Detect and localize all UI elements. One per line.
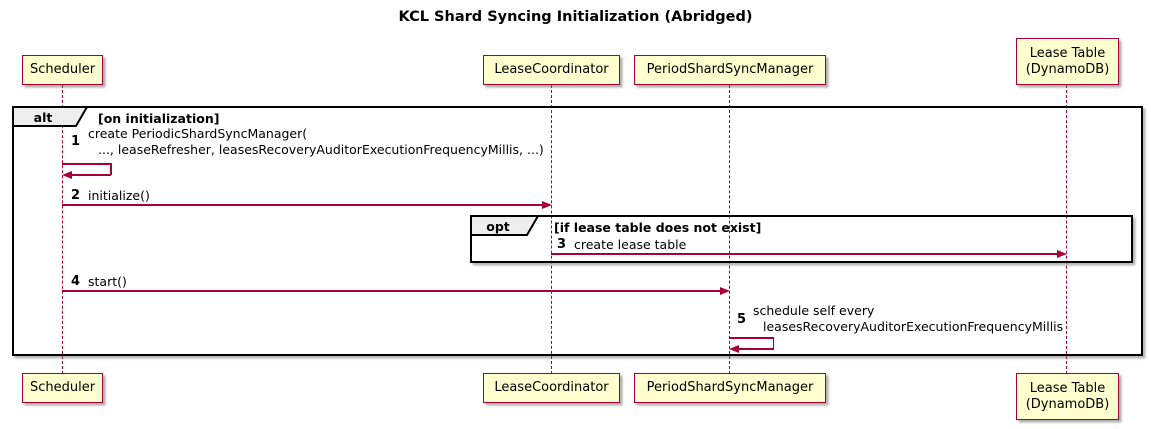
message-5-line1: schedule self every: [753, 303, 875, 318]
opt-frame: opt [if lease table does not exist]: [470, 215, 1133, 263]
message-2-text: initialize(): [88, 188, 150, 203]
message-3-text: create lease table: [574, 237, 687, 252]
participant-leasecoordinator-bottom: LeaseCoordinator: [483, 373, 620, 403]
participant-label: PeriodShardSyncManager: [646, 380, 814, 395]
lifeline-leasetable: [1066, 85, 1067, 374]
opt-operator-pentagon: [471, 216, 540, 236]
participant-label: Lease Table: [1029, 45, 1106, 61]
participant-label: Scheduler: [29, 380, 96, 395]
message-1-line1: create PeriodicShardSyncManager(: [88, 126, 308, 141]
participant-periodshardsyncmanager-bottom: PeriodShardSyncManager: [634, 373, 826, 403]
message-5-number: 5: [737, 312, 747, 327]
participant-label-line2: (DynamoDB): [1025, 396, 1110, 412]
participant-leasecoordinator-top: LeaseCoordinator: [483, 55, 620, 85]
message-3-arrowhead-icon: [1057, 249, 1067, 258]
participant-scheduler-bottom: Scheduler: [22, 373, 103, 403]
participant-label: Scheduler: [29, 62, 96, 77]
message-4-arrowhead-icon: [720, 286, 730, 295]
message-3-number: 3: [557, 237, 567, 252]
message-1-arrowhead-icon: [62, 170, 72, 179]
alt-guard-label: [on initialization]: [98, 111, 220, 126]
diagram-title: KCL Shard Syncing Initialization (Abridg…: [398, 9, 753, 25]
participant-label-line2: (DynamoDB): [1025, 61, 1110, 77]
message-2-arrowhead-icon: [542, 200, 552, 209]
participant-label: PeriodShardSyncManager: [646, 62, 814, 77]
message-2-number: 2: [71, 188, 81, 203]
alt-frame: alt [on initialization]: [12, 106, 1143, 356]
opt-operator-label: opt: [486, 219, 510, 234]
participant-leasetable-top: Lease Table (DynamoDB): [1016, 38, 1119, 85]
participant-leasetable-bottom: Lease Table (DynamoDB): [1016, 373, 1119, 420]
message-4-number: 4: [71, 274, 81, 289]
message-5-text: schedule self every leasesRecoveryAudito…: [753, 303, 1063, 334]
message-5-self-arrow-top: [729, 337, 774, 339]
message-5-line2: leasesRecoveryAuditorExecutionFrequencyM…: [763, 318, 1064, 334]
lifeline-leasecoordinator: [551, 85, 552, 374]
message-1-text: create PeriodicShardSyncManager( ..., le…: [88, 126, 544, 157]
message-1-self-arrow-top: [62, 163, 111, 165]
message-1-self-arrow-side: [110, 163, 112, 175]
message-3-arrow: [551, 253, 1058, 255]
participant-scheduler-top: Scheduler: [22, 55, 103, 85]
message-5-arrowhead-icon: [729, 344, 739, 353]
message-1-self-arrow-bottom: [71, 174, 111, 176]
opt-guard-label: [if lease table does not exist]: [554, 220, 762, 235]
participant-label: Lease Table: [1029, 380, 1106, 396]
alt-operator-label: alt: [33, 110, 53, 125]
message-1-number: 1: [71, 134, 81, 149]
lifeline-periodshardsyncmanager: [729, 85, 730, 374]
message-2-arrow: [62, 204, 543, 206]
message-1-line2: ..., leaseRefresher, leasesRecoveryAudit…: [98, 141, 544, 157]
message-5-self-arrow-bottom: [738, 348, 774, 350]
lifeline-scheduler: [62, 85, 63, 374]
message-4-arrow: [62, 290, 721, 292]
message-4-text: start(): [88, 274, 127, 289]
participant-periodshardsyncmanager-top: PeriodShardSyncManager: [634, 55, 826, 85]
message-5-self-arrow-side: [772, 337, 774, 349]
alt-operator-pentagon: [13, 107, 89, 127]
participant-label: LeaseCoordinator: [494, 380, 609, 395]
participant-label: LeaseCoordinator: [494, 62, 609, 77]
